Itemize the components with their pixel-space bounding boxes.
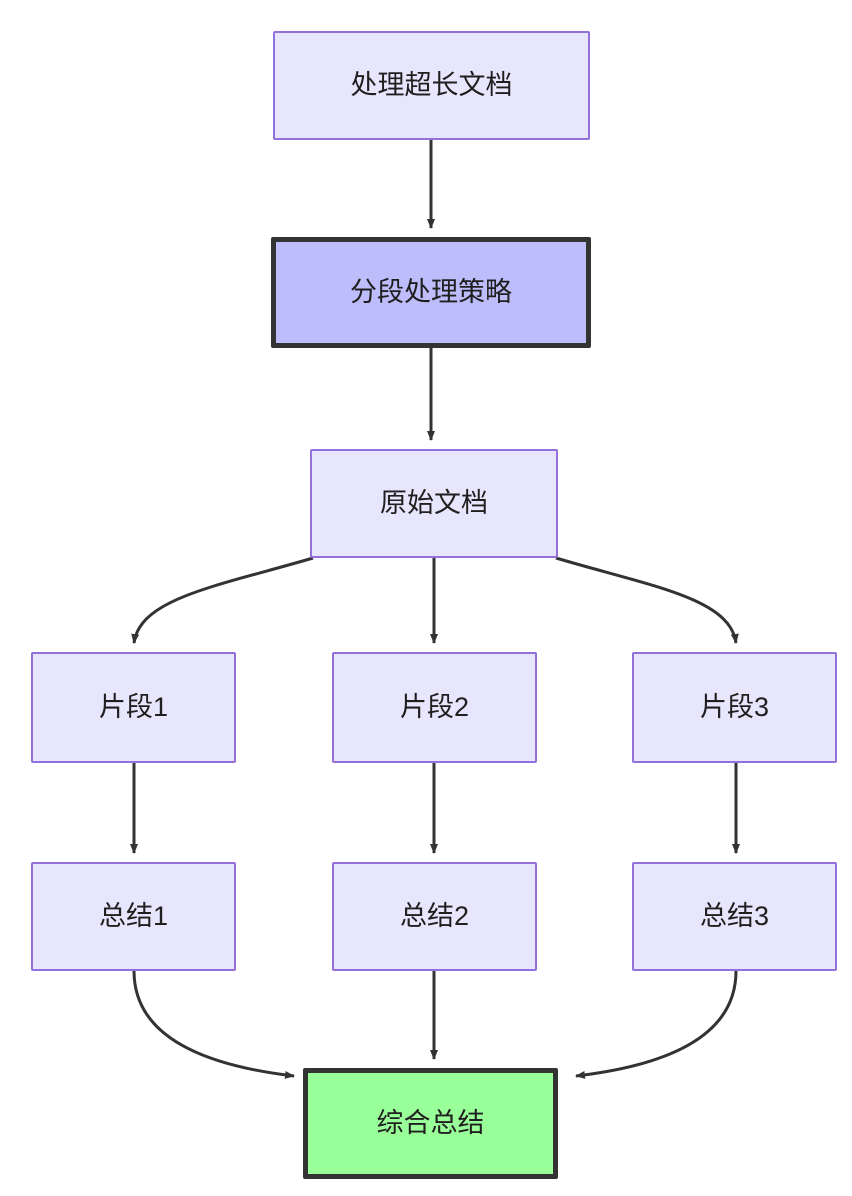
edge-source-document-to-fragment-3 [555,556,739,644]
edge-summary-1-to-final-summary [132,970,295,1079]
node-summary-3-label: 总结3 [699,901,770,932]
node-summary-3[interactable]: 总结3 [632,862,837,971]
node-long-document[interactable]: 处理超长文档 [273,31,590,140]
edge-summary-3-to-final-summary [575,970,738,1079]
node-chunk-strategy[interactable]: 分段处理策略 [271,237,591,348]
node-summary-1[interactable]: 总结1 [31,862,236,971]
node-chunk-strategy-label: 分段处理策略 [350,277,512,308]
node-summary-2[interactable]: 总结2 [332,862,537,971]
node-source-document[interactable]: 原始文档 [310,449,558,558]
node-final-summary-label: 综合总结 [376,1108,485,1139]
node-fragment-1-label: 片段1 [98,692,169,723]
node-source-document-label: 原始文档 [380,488,488,519]
node-fragment-1[interactable]: 片段1 [31,652,236,763]
node-fragment-2-label: 片段2 [399,692,470,723]
node-fragment-2[interactable]: 片段2 [332,652,537,763]
node-fragment-3-label: 片段3 [699,692,770,723]
node-final-summary[interactable]: 综合总结 [303,1068,558,1179]
node-summary-2-label: 总结2 [399,901,470,932]
node-long-document-label: 处理超长文档 [350,70,513,101]
node-fragment-3[interactable]: 片段3 [632,652,837,763]
edge-source-document-to-fragment-1 [131,556,314,644]
node-summary-1-label: 总结1 [98,901,169,932]
